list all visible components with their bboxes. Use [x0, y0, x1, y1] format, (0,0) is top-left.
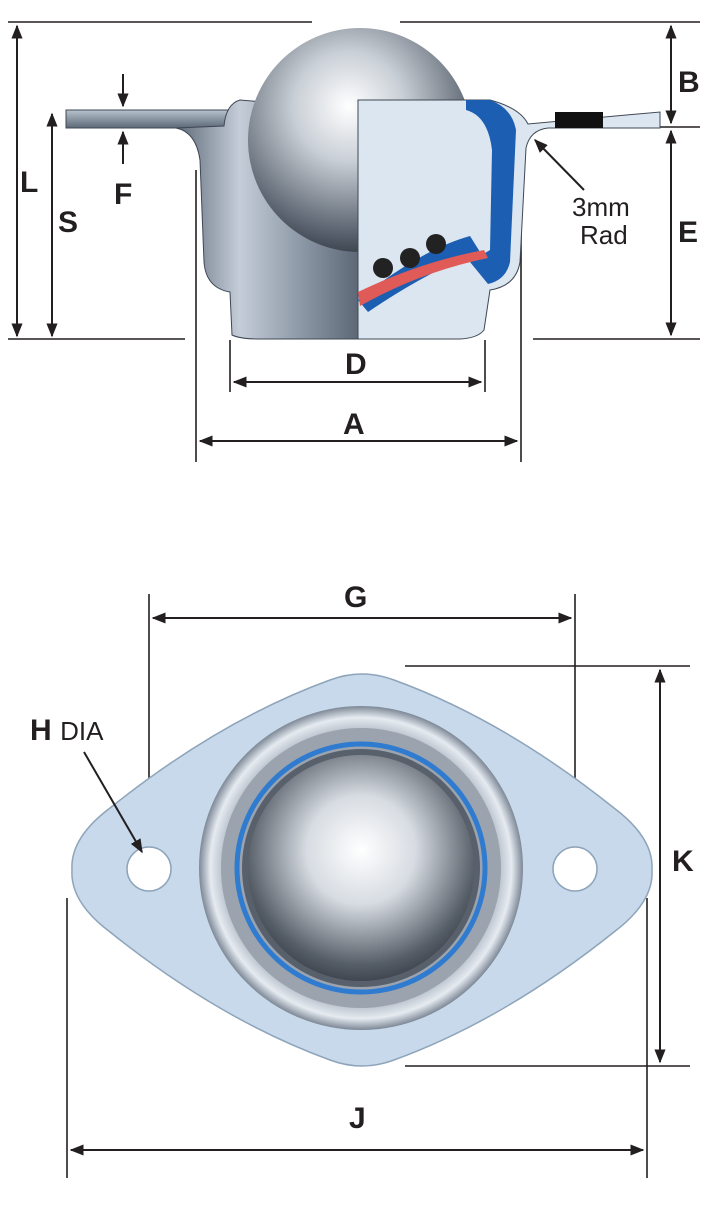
- support-ball: [426, 234, 446, 254]
- label-e: E: [678, 216, 698, 249]
- seal: [358, 250, 488, 306]
- label-j: J: [349, 1102, 366, 1135]
- mounting-hole-left: [126, 846, 172, 892]
- label-h-suffix: DIA: [60, 716, 104, 746]
- support-ball: [400, 248, 420, 268]
- label-f: F: [114, 178, 132, 211]
- radius-note-unit: Rad: [580, 220, 628, 250]
- label-k: K: [672, 845, 694, 878]
- radius-leader: [534, 139, 585, 191]
- label-a: A: [343, 408, 365, 441]
- seal-ring: [234, 741, 488, 995]
- support-ball: [373, 258, 393, 278]
- label-g: G: [344, 581, 367, 614]
- radius-note-value: 3mm: [572, 192, 630, 222]
- housing-cross-section: [466, 100, 516, 284]
- label-d: D: [345, 348, 367, 381]
- label-h: H DIA: [30, 714, 104, 747]
- label-h-letter: H: [30, 714, 52, 747]
- top-view: G H DIA K J: [30, 581, 694, 1178]
- hole-leader: [83, 751, 143, 854]
- steel-ball-top: [248, 755, 474, 981]
- side-view: L S F B E D A 3mm Rad: [8, 21, 700, 462]
- label-b: B: [678, 66, 700, 99]
- label-l: L: [20, 166, 38, 199]
- mounting-hole-right: [552, 846, 598, 892]
- flange-mark: [555, 112, 603, 128]
- label-s: S: [58, 206, 78, 239]
